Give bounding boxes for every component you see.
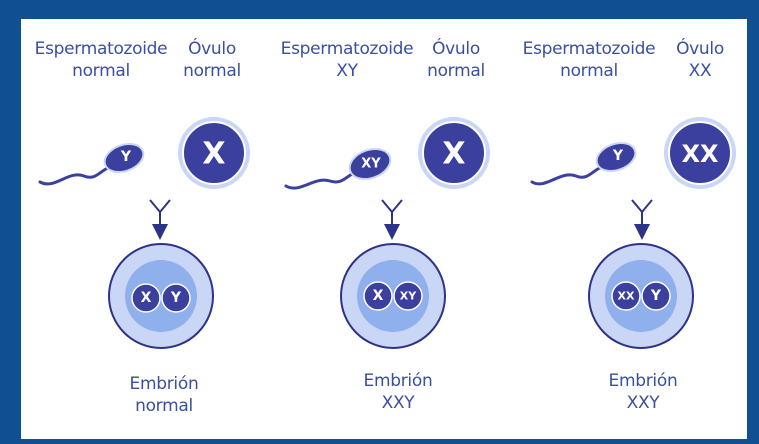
sperm-chromosome-2: XY xyxy=(361,157,381,172)
sperm-icon-3: Y xyxy=(532,138,639,184)
ovum-chromosome-1: X xyxy=(202,137,225,172)
embryo-chromosome-2b: XY xyxy=(400,290,417,303)
sperm-chromosome-1: Y xyxy=(120,149,132,165)
embryo-icon-2: X XY xyxy=(341,244,445,348)
ovum-icon-1: X xyxy=(178,117,250,189)
sperm-chromosome-3: Y xyxy=(612,148,624,164)
panel-2: XY X X XY xyxy=(286,117,490,348)
embryo-chromosome-3a: XX xyxy=(618,290,635,303)
panel-3: Y XX XX Y xyxy=(532,117,736,348)
ovum-chromosome-2: X xyxy=(442,137,465,172)
sperm-icon-1: Y xyxy=(40,139,147,184)
embryo-chromosome-3b: Y xyxy=(650,288,662,304)
embryo-chromosome-2a: X xyxy=(373,288,384,304)
embryo-chromosome-1b: Y xyxy=(170,290,182,306)
fusion-arrow-3 xyxy=(632,200,652,232)
ovum-icon-3: XX xyxy=(664,117,736,189)
fusion-arrow-1 xyxy=(150,200,170,232)
embryo-icon-3: XX Y xyxy=(589,244,693,348)
embryo-icon-1: X Y xyxy=(109,244,213,348)
fusion-arrow-2 xyxy=(382,200,402,232)
embryo-chromosome-1a: X xyxy=(141,290,152,306)
ovum-chromosome-3: XX xyxy=(681,140,719,168)
ovum-icon-2: X xyxy=(418,117,490,189)
sperm-icon-2: XY xyxy=(286,144,395,188)
panel-1: Y X X Y xyxy=(40,117,250,348)
